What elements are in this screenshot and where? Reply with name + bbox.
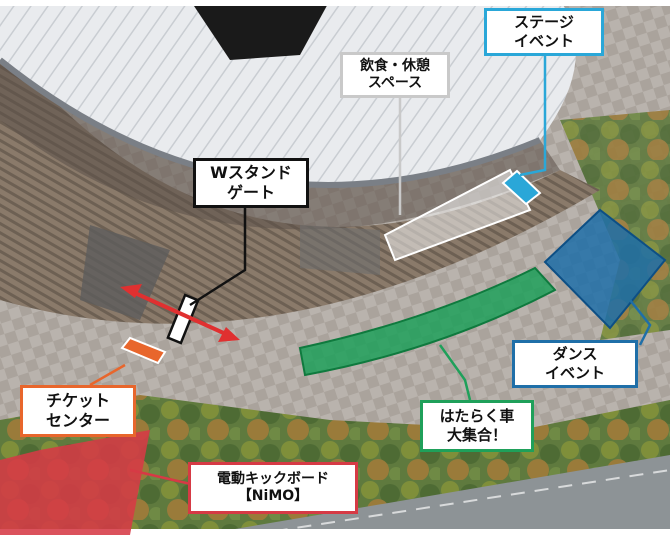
kickboard-zone	[0, 430, 150, 535]
dance-event-label-line1: ダンス	[552, 345, 598, 364]
ticket-center-zone	[120, 336, 167, 365]
working-cars-label: はたらく車 大集合！	[420, 400, 534, 452]
stage-event-label: ステージ イベント	[484, 8, 604, 56]
dance-event-label: ダンス イベント	[512, 340, 638, 388]
stage-event-label-line1: ステージ	[514, 13, 574, 32]
w-stand-gate-label-line2: ゲート	[226, 183, 275, 202]
dance-event-zone	[543, 208, 667, 330]
w-stand-gate-label-line1: Wスタンド	[210, 163, 292, 182]
road	[200, 455, 670, 535]
roof-opening	[190, 0, 330, 60]
rest-space-zone	[383, 168, 532, 262]
kickboard-label-line2: 【NiMO】	[237, 488, 309, 504]
stairway-left	[80, 225, 170, 320]
working-cars-zone	[298, 266, 557, 377]
working-cars-label-line2: 大集合！	[446, 426, 507, 444]
frame-bottom	[0, 529, 670, 535]
kickboard-label-line1: 電動キックボード	[217, 470, 329, 487]
stairway-right	[300, 225, 380, 275]
frame-top	[0, 0, 670, 6]
rest-space-label-line2: スペース	[367, 75, 423, 91]
ticket-center-label-line1: チケット	[45, 391, 110, 410]
gate-marker	[166, 293, 200, 345]
kickboard-label: 電動キックボード 【NiMO】	[188, 462, 358, 514]
stage-event-label-line2: イベント	[513, 32, 574, 50]
w-stand-gate-label: Wスタンド ゲート	[193, 158, 309, 208]
leader-lines	[89, 55, 652, 487]
ticket-center-label: チケット センター	[20, 385, 136, 437]
rest-space-label: 飲食・休憩 スペース	[340, 52, 450, 98]
double-arrow-icon	[120, 284, 240, 342]
stadium-roof	[0, 0, 576, 185]
rest-space-label-line1: 飲食・休憩	[360, 57, 430, 74]
stadium-concourse	[0, 40, 560, 230]
working-cars-label-line1: はたらく車	[439, 407, 515, 426]
dance-event-label-line2: イベント	[544, 364, 605, 382]
ticket-center-label-line2: センター	[45, 411, 110, 430]
stage-event-zone	[501, 169, 542, 206]
